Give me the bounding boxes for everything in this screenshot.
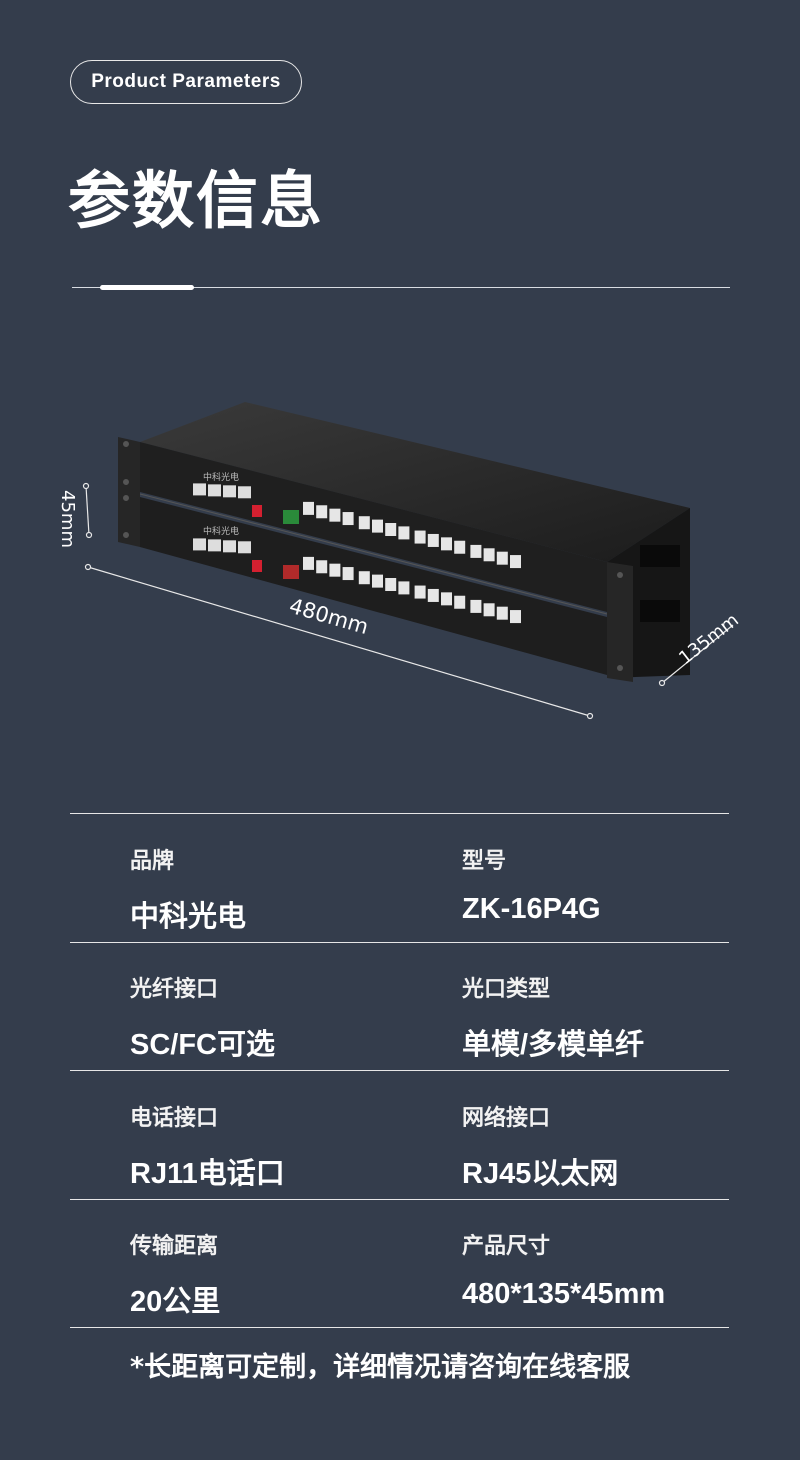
- param-phone-interface: 电话接口 RJ11电话口: [130, 1100, 285, 1192]
- phone-port: [441, 537, 452, 551]
- phone-port: [427, 588, 439, 602]
- param-distance: 传输距离 20公里: [130, 1228, 220, 1320]
- table-divider: [70, 1327, 729, 1328]
- param-optical-type: 光口类型单模/多模单纤: [462, 971, 644, 1063]
- divider: [72, 287, 730, 288]
- phone-port: [316, 505, 328, 519]
- param-value: SC/FC可选: [130, 1029, 276, 1061]
- param-label: 产品尺寸: [462, 1234, 551, 1259]
- phone-port: [303, 556, 314, 570]
- param-fiber-interface: 光纤接口 SC/FC可选: [130, 971, 275, 1063]
- lan-port: [223, 485, 236, 498]
- phone-port: [483, 548, 495, 562]
- product-image: 中科光电 中科光电 45mm 480mm 135mm: [57, 402, 743, 720]
- chassis-top: [140, 402, 690, 562]
- param-value: 单模/多模单纤: [462, 1029, 645, 1061]
- phone-port: [510, 555, 521, 569]
- status-leds: [283, 510, 299, 524]
- phone-port: [358, 516, 370, 530]
- param-label: 光纤接口: [130, 977, 219, 1002]
- phone-port: [414, 585, 426, 599]
- lan-port: [208, 539, 221, 552]
- lan-port: [193, 483, 206, 496]
- param-label: 光口类型: [462, 977, 551, 1002]
- phone-port: [329, 563, 341, 577]
- status-leds: [283, 565, 299, 579]
- param-label: 网络接口: [462, 1106, 551, 1131]
- param-value: 中科光电: [130, 901, 247, 933]
- param-label: 电话接口: [130, 1106, 219, 1131]
- phone-port: [454, 595, 466, 609]
- phone-port: [483, 603, 495, 617]
- param-brand: 品牌中科光电: [130, 843, 246, 935]
- brand-mark-top: 中科光电: [203, 471, 239, 483]
- param-model: 型号 ZK-16P4G: [462, 843, 601, 926]
- vent-slots: [640, 545, 680, 622]
- customization-note: *长距离可定制，详细情况请咨询在线客服: [130, 1352, 631, 1383]
- lan-port: [208, 484, 221, 497]
- phone-port: [372, 574, 383, 588]
- param-label: 品牌: [130, 849, 175, 874]
- param-value: RJ11电话口: [130, 1158, 285, 1190]
- badge-label: Product Parameters: [91, 71, 281, 92]
- height-dimension-label: 45mm: [57, 490, 78, 548]
- divider-accent: [100, 285, 194, 290]
- param-value: RJ45以太网: [462, 1158, 619, 1190]
- phone-port: [316, 560, 328, 574]
- param-value: 20公里: [130, 1286, 221, 1318]
- param-label: 型号: [462, 849, 507, 874]
- product-parameters-badge: Product Parameters: [70, 60, 302, 104]
- lan-port: [193, 538, 206, 551]
- phone-port: [398, 581, 410, 595]
- table-divider: [70, 942, 729, 943]
- phone-port: [496, 551, 508, 565]
- table-divider: [70, 1070, 729, 1071]
- phone-port: [385, 523, 397, 537]
- phone-port: [510, 610, 521, 624]
- phone-port: [372, 519, 383, 533]
- lan-port: [238, 486, 251, 499]
- right-ear: [607, 562, 633, 682]
- left-ear: [118, 437, 140, 547]
- fiber-connector: [252, 560, 262, 572]
- table-divider: [70, 813, 729, 814]
- lan-port: [238, 541, 251, 554]
- phone-port: [427, 533, 439, 547]
- param-label: 传输距离: [130, 1234, 219, 1259]
- phone-port: [470, 544, 482, 558]
- fiber-connector: [252, 505, 262, 517]
- phone-port: [385, 578, 397, 592]
- phone-port: [441, 592, 452, 606]
- phone-port: [342, 567, 354, 581]
- phone-port: [342, 512, 354, 526]
- phone-port: [358, 571, 370, 585]
- phone-port: [470, 599, 482, 613]
- table-divider: [70, 1199, 729, 1200]
- brand-mark-bottom: 中科光电: [203, 525, 239, 537]
- lan-port: [223, 540, 236, 553]
- param-size: 产品尺寸 480*135*45mm: [462, 1228, 665, 1311]
- phone-port: [329, 508, 341, 522]
- phone-port: [454, 540, 466, 554]
- param-value: ZK-16P4G: [462, 893, 601, 925]
- param-value: 480*135*45mm: [462, 1278, 666, 1310]
- phone-port: [398, 526, 410, 540]
- phone-port: [496, 606, 508, 620]
- phone-port: [303, 501, 314, 515]
- phone-port: [414, 530, 426, 544]
- param-network-interface: 网络接口 RJ45以太网: [462, 1100, 618, 1192]
- page-title: 参数信息: [68, 164, 325, 237]
